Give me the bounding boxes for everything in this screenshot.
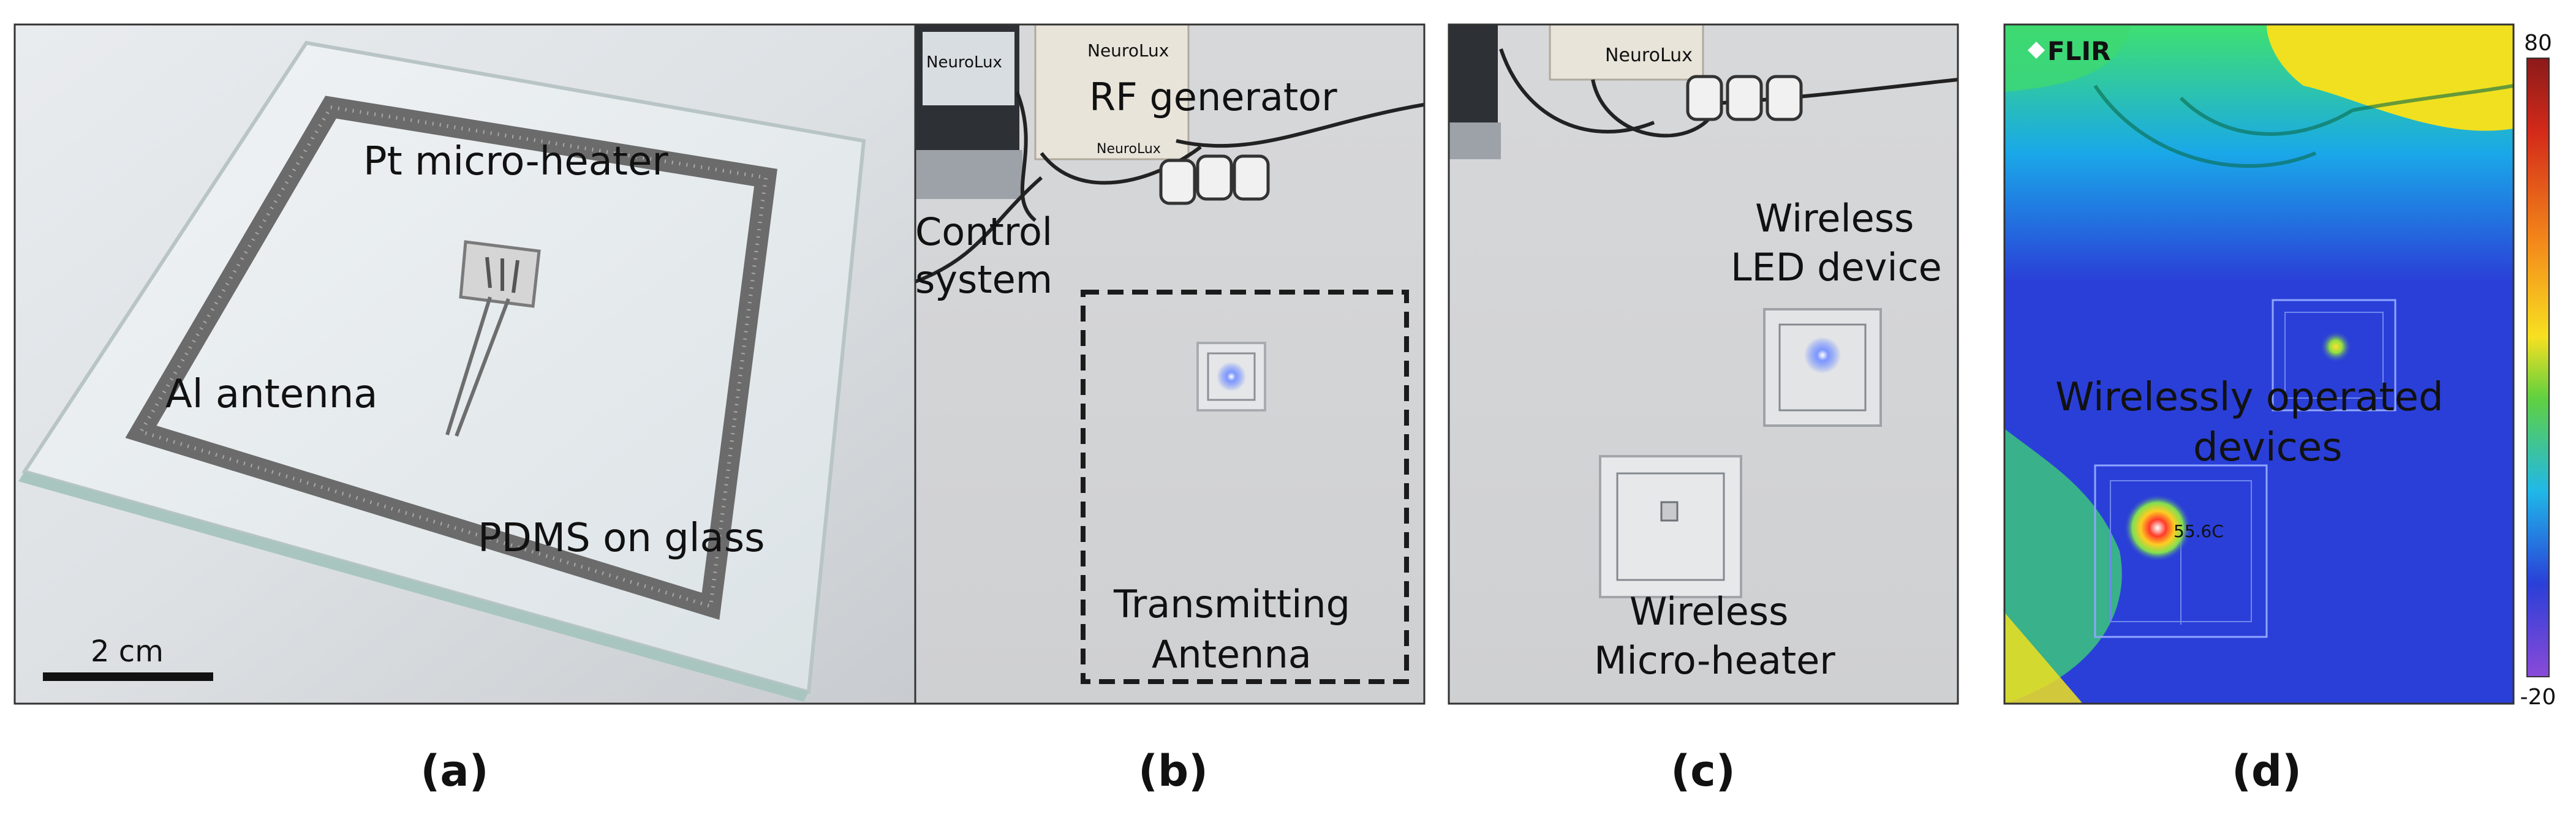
label-led-device: LED device	[1731, 245, 1942, 290]
transmitting-antenna-outline	[1081, 290, 1409, 684]
panel-b-photo: NeuroLux NeuroLux NeuroLux RF generator …	[915, 24, 1424, 704]
panel-d-thermal: 55.6C FLIR Wirelessly operated devices	[2004, 24, 2514, 704]
label-wireless-heater: Wireless	[1630, 589, 1788, 634]
label-devices: devices	[2193, 425, 2343, 470]
micro-heater-chip-c	[1660, 501, 1679, 522]
pt-micro-heater	[459, 240, 541, 308]
wireless-micro-heater-c	[1599, 455, 1742, 598]
rf-generator-box-c	[1549, 24, 1704, 81]
caption-b: (b)	[1138, 746, 1208, 796]
caption-a: (a)	[420, 746, 488, 796]
thermal-heater-device-outline	[2094, 464, 2268, 638]
led-device-coil	[1207, 352, 1256, 401]
thermal-led-device-outline	[2272, 299, 2397, 412]
led-glow	[1217, 362, 1246, 391]
rf-generator-box	[1034, 24, 1190, 160]
al-antenna-coil	[125, 96, 777, 620]
connector-2	[1196, 154, 1233, 201]
thermal-cool-zone	[2004, 24, 2132, 92]
flir-logo: FLIR	[2028, 36, 2110, 66]
caption-d: (d)	[2232, 746, 2302, 796]
label-micro-heater: Micro-heater	[1594, 638, 1835, 683]
laptop-keyboard	[915, 150, 1022, 199]
laptop-corner-keyboard	[1449, 122, 1501, 159]
panel-c: NeuroLux Wireless LED device Wireless Mi…	[1448, 23, 1959, 796]
laptop-screen	[923, 32, 1014, 105]
label-pdms-on-glass: PDMS on glass	[478, 516, 765, 561]
label-transmitting: Transmitting	[1113, 582, 1350, 626]
label-al-antenna: Al antenna	[165, 372, 378, 417]
flir-logo-text: FLIR	[2047, 36, 2110, 66]
thermal-corner-warm	[2004, 612, 2083, 704]
label-wireless-led: Wireless	[1755, 196, 1914, 241]
thermal-led-device-coil	[2284, 312, 2384, 399]
scale-max-label: 80	[2524, 31, 2552, 56]
spot-temperature-readout: 55.6C	[2174, 521, 2224, 541]
connector-c-2	[1726, 75, 1763, 121]
heater-leads	[445, 296, 510, 437]
micro-heater-coil-c	[1616, 472, 1725, 581]
panel-a: Pt micro-heater Al antenna PDMS on glass…	[13, 23, 917, 796]
micro-heater-pattern	[485, 257, 519, 293]
thermal-led-spot	[2320, 331, 2352, 363]
flir-logo-mark	[2028, 42, 2045, 59]
connector-3	[1233, 154, 1270, 201]
laptop-brand: NeuroLux	[926, 53, 1002, 72]
scale-min-label: -20	[2520, 685, 2556, 710]
cables	[915, 91, 1424, 284]
temperature-color-scale	[2526, 58, 2550, 677]
label-pt-micro-heater: Pt micro-heater	[363, 139, 668, 184]
scale-bar-label: 2 cm	[91, 634, 164, 669]
connector-c-1	[1686, 75, 1723, 121]
caption-c: (c)	[1671, 746, 1735, 796]
panel-b: NeuroLux NeuroLux NeuroLux RF generator …	[914, 23, 1426, 796]
connector-c-3	[1766, 75, 1803, 121]
panel-d-frame	[2003, 23, 2515, 705]
rf-generator-brand-lower: NeuroLux	[1097, 141, 1161, 157]
glass-edge	[18, 472, 809, 702]
thermal-heater-hot-spot	[2124, 494, 2191, 562]
label-wirelessly-operated: Wirelessly operated	[2055, 375, 2444, 420]
rf-generator-brand-c: NeuroLux	[1605, 45, 1693, 66]
led-device-coil-c	[1778, 323, 1867, 412]
thermal-lower-left-zone	[2004, 429, 2122, 704]
thermal-cable-outlines	[2093, 84, 2514, 168]
thermal-warm-zone	[2267, 24, 2514, 131]
scale-bar	[43, 672, 213, 681]
panel-b-frame	[914, 23, 1426, 705]
label-antenna: Antenna	[1152, 632, 1312, 677]
led-glow-c	[1804, 337, 1841, 374]
label-rf-generator: RF generator	[1089, 75, 1337, 119]
label-system: system	[915, 257, 1052, 302]
panel-c-photo: NeuroLux Wireless LED device Wireless Mi…	[1449, 24, 1958, 704]
connector-1	[1159, 159, 1196, 205]
label-control: Control	[915, 209, 1052, 254]
panel-c-frame	[1448, 23, 1959, 705]
rf-generator-brand: NeuroLux	[1087, 40, 1169, 61]
panel-a-photo: Pt micro-heater Al antenna PDMS on glass…	[15, 24, 916, 704]
panel-d: 55.6C FLIR Wirelessly operated devices 8…	[2003, 23, 2556, 796]
